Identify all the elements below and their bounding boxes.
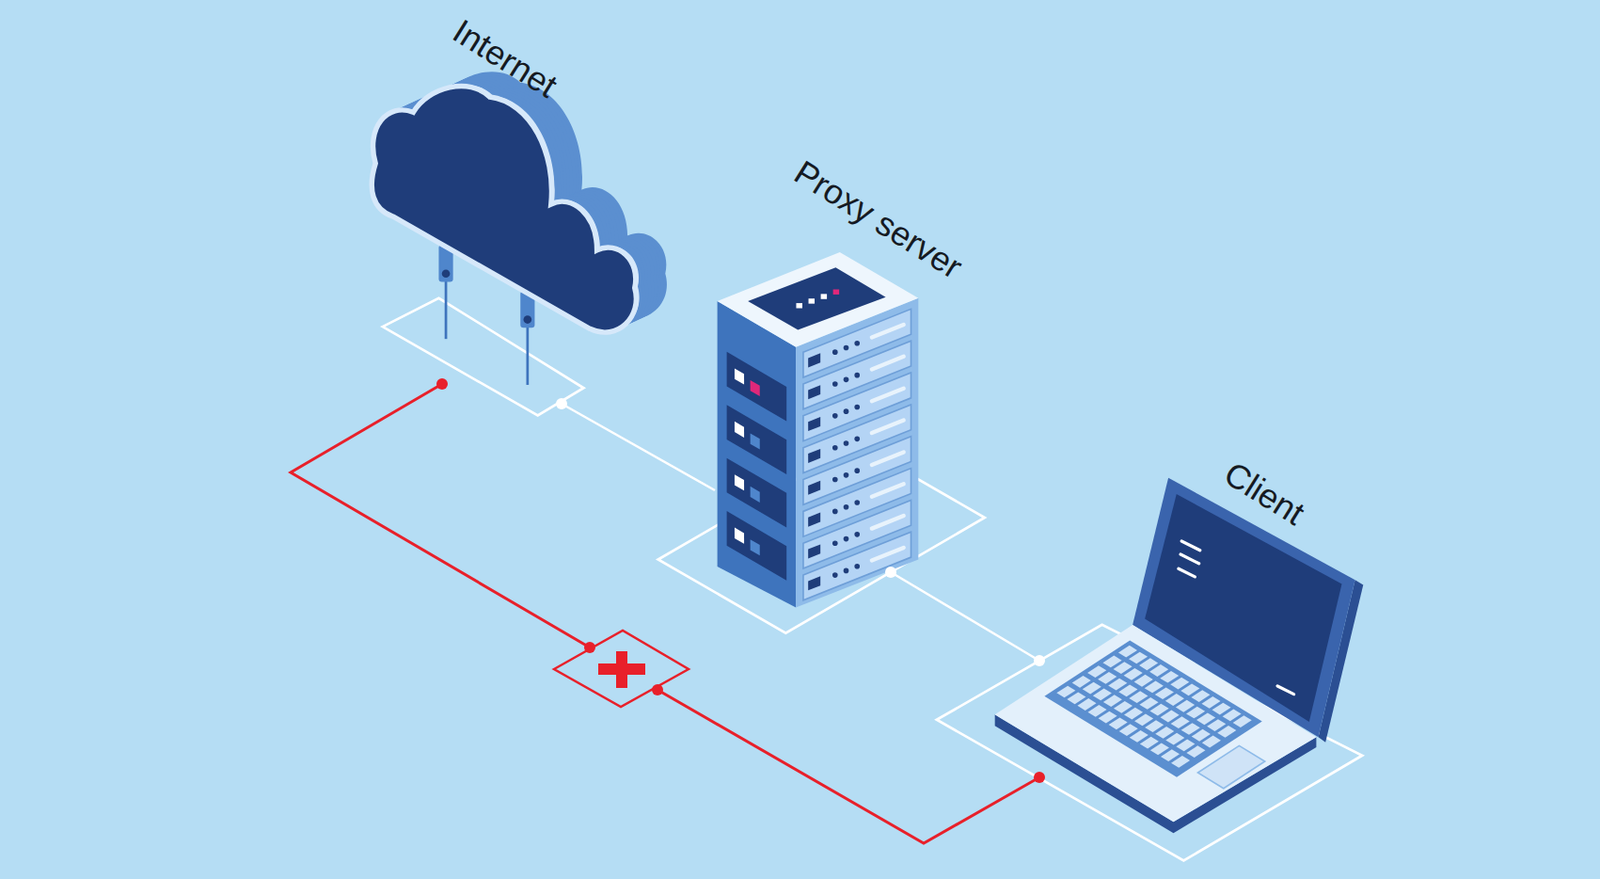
slot-dot <box>832 412 839 419</box>
slot-led <box>807 512 821 527</box>
node-label: Client <box>1217 454 1311 533</box>
internet-node: Internet <box>442 9 602 404</box>
node-label: Proxy server <box>787 153 969 286</box>
white-joint <box>885 566 897 578</box>
slot-handle <box>871 356 904 370</box>
drawer-light <box>750 538 761 555</box>
top-light <box>795 302 803 308</box>
slot-dot <box>854 340 860 347</box>
drawer-light <box>750 486 761 503</box>
key <box>1202 735 1221 748</box>
slot-dot <box>854 499 860 506</box>
server-top-face <box>717 252 919 348</box>
cloud-face <box>371 86 636 333</box>
slot-handle <box>871 483 904 497</box>
slot-handle <box>871 547 904 561</box>
drawer-light <box>750 380 761 397</box>
slot-dot <box>843 536 850 542</box>
slot-dot <box>854 563 860 570</box>
slot-dot <box>843 472 850 478</box>
slot-dot <box>843 440 850 446</box>
white-joint <box>1033 654 1046 666</box>
top-light <box>821 293 828 299</box>
red-joint <box>651 683 664 696</box>
slot-handle <box>871 420 904 434</box>
server-left-face <box>717 300 797 607</box>
top-light <box>808 298 816 303</box>
slot-handle <box>871 324 904 338</box>
proxy-server-node: Proxy server <box>714 150 998 572</box>
connector <box>561 403 715 491</box>
server-top-panel <box>747 267 886 330</box>
server-details <box>727 288 912 600</box>
server-slot <box>803 531 912 601</box>
connector <box>890 571 1040 661</box>
key <box>1217 725 1236 738</box>
slot-dot <box>832 348 839 355</box>
cloud-platform <box>382 298 585 416</box>
drawer-light <box>734 474 745 491</box>
slot-dot <box>843 377 850 383</box>
slot-led <box>807 416 821 431</box>
slot-dot <box>832 476 839 483</box>
client-node: Client <box>1039 442 1364 824</box>
drawer-light <box>750 432 761 449</box>
key <box>1186 744 1205 758</box>
slot-handle <box>871 388 904 402</box>
slot-dot <box>854 531 860 538</box>
slot-dot <box>843 504 850 510</box>
slot-dot <box>854 404 860 411</box>
slot-led <box>807 543 821 558</box>
slot-led <box>807 384 821 399</box>
touchpad <box>1197 744 1265 788</box>
slot-dot <box>843 408 850 414</box>
red-joint <box>436 378 448 390</box>
drawer-light <box>734 421 745 438</box>
slot-dot <box>854 436 860 443</box>
white-joint <box>555 397 568 410</box>
key <box>1233 714 1252 728</box>
slot-dot <box>854 467 860 474</box>
drawer-light <box>734 367 745 384</box>
slot-led <box>807 480 821 495</box>
key <box>1171 755 1190 768</box>
drawer-light <box>734 527 745 544</box>
red-joint <box>584 641 596 653</box>
slot-dot <box>854 372 860 379</box>
slot-dot <box>832 380 839 387</box>
slot-dot <box>832 508 839 515</box>
slot-handle <box>871 451 904 465</box>
slot-handle <box>871 515 904 529</box>
blocked-marker <box>554 630 689 707</box>
cloud-pin-ring <box>523 315 533 324</box>
server-right-face <box>795 298 919 608</box>
slot-dot <box>843 568 850 574</box>
slot-led <box>807 448 821 463</box>
slot-dot <box>832 571 839 578</box>
slot-dot <box>832 539 839 546</box>
node-label: Internet <box>445 12 564 106</box>
top-light <box>833 288 840 294</box>
slot-led <box>807 352 821 367</box>
slot-dot <box>843 345 850 351</box>
cloud-pin-ring <box>442 269 451 278</box>
red-joint <box>1033 771 1046 783</box>
blocked-cross <box>598 650 646 688</box>
server-drawer <box>727 510 788 581</box>
slot-dot <box>832 444 839 451</box>
laptop-deck <box>995 624 1317 822</box>
connector <box>290 383 1040 843</box>
slot-led <box>807 575 821 590</box>
laptop-keyboard <box>1044 640 1265 789</box>
